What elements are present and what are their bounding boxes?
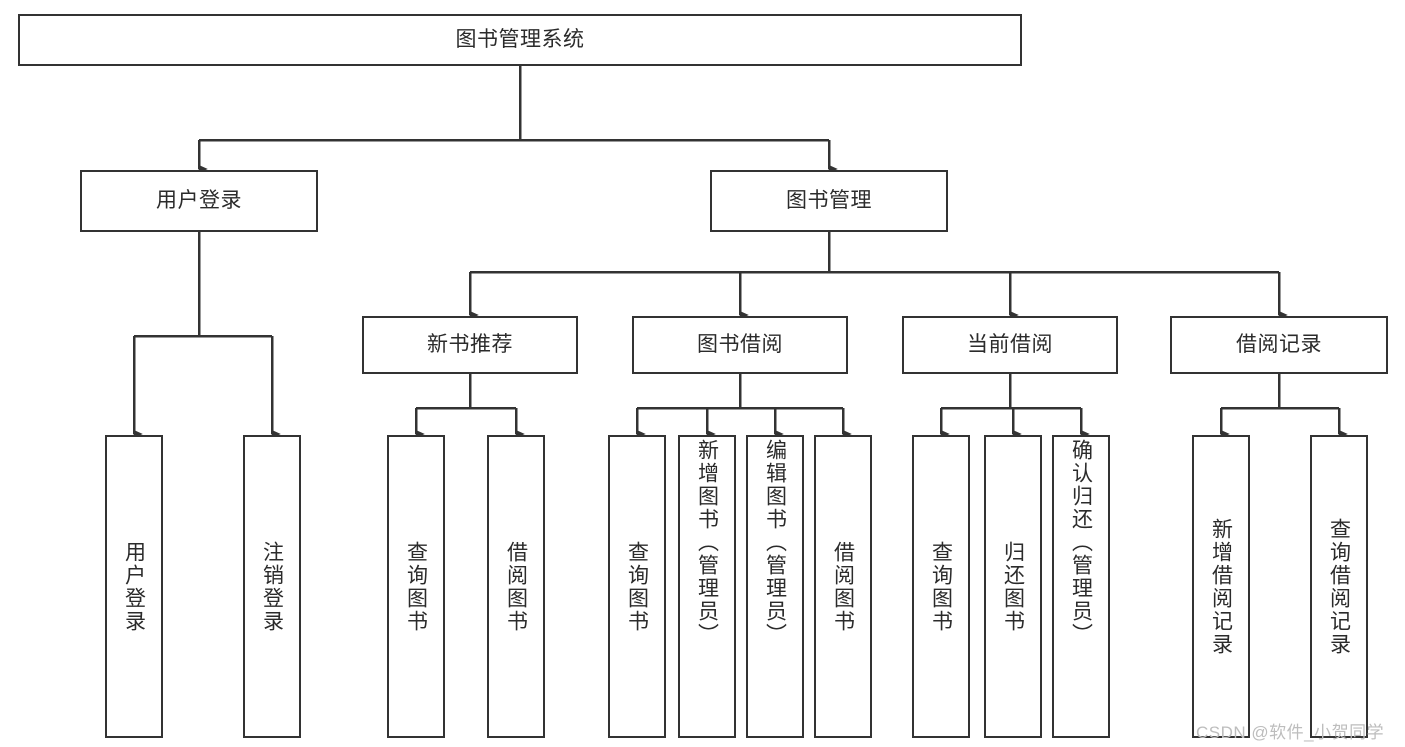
node-l-query3[interactable]: 查询图书: [912, 435, 970, 738]
node-label-l-addbook: 新增图书（管理员）: [695, 439, 719, 646]
node-label-login: 用户登录: [156, 189, 242, 213]
node-label-borrow: 图书借阅: [697, 333, 783, 357]
node-l-query2[interactable]: 查询图书: [608, 435, 666, 738]
node-l-logout[interactable]: 注销登录: [243, 435, 301, 738]
node-label-l-return: 归还图书: [1001, 540, 1025, 633]
node-l-userlogin[interactable]: 用户登录: [105, 435, 163, 738]
node-l-query1[interactable]: 查询图书: [387, 435, 445, 738]
node-newbooks[interactable]: 新书推荐: [362, 316, 578, 374]
node-label-l-query2: 查询图书: [625, 540, 649, 633]
node-l-addrec[interactable]: 新增借阅记录: [1192, 435, 1250, 738]
node-label-l-queryrec: 查询借阅记录: [1327, 517, 1351, 656]
node-l-addbook[interactable]: 新增图书（管理员）: [678, 435, 736, 738]
node-label-newbooks: 新书推荐: [427, 333, 513, 357]
node-label-l-editbook: 编辑图书（管理员）: [763, 439, 787, 646]
node-current[interactable]: 当前借阅: [902, 316, 1118, 374]
node-login[interactable]: 用户登录: [80, 170, 318, 232]
node-label-l-borrow1: 借阅图书: [504, 540, 528, 633]
node-l-borrow2[interactable]: 借阅图书: [814, 435, 872, 738]
node-label-l-borrow2: 借阅图书: [831, 540, 855, 633]
node-label-l-logout: 注销登录: [260, 540, 284, 633]
node-label-l-userlogin: 用户登录: [122, 540, 146, 633]
node-label-l-query3: 查询图书: [929, 540, 953, 633]
node-root[interactable]: 图书管理系统: [18, 14, 1022, 66]
node-label-current: 当前借阅: [967, 333, 1053, 357]
node-bookmgmt[interactable]: 图书管理: [710, 170, 948, 232]
node-l-confirm[interactable]: 确认归还（管理员）: [1052, 435, 1110, 738]
edge-lines: [132, 66, 1348, 439]
node-label-l-query1: 查询图书: [404, 540, 428, 633]
node-label-records: 借阅记录: [1236, 333, 1322, 357]
node-label-l-addrec: 新增借阅记录: [1209, 517, 1233, 656]
node-label-l-confirm: 确认归还（管理员）: [1069, 439, 1093, 646]
node-l-return[interactable]: 归还图书: [984, 435, 1042, 738]
node-label-root: 图书管理系统: [455, 28, 585, 52]
node-borrow[interactable]: 图书借阅: [632, 316, 848, 374]
node-l-editbook[interactable]: 编辑图书（管理员）: [746, 435, 804, 738]
node-label-bookmgmt: 图书管理: [786, 189, 872, 213]
node-l-queryrec[interactable]: 查询借阅记录: [1310, 435, 1368, 738]
node-records[interactable]: 借阅记录: [1170, 316, 1388, 374]
node-l-borrow1[interactable]: 借阅图书: [487, 435, 545, 738]
csdn-watermark: CSDN @软件_小贺同学: [1196, 723, 1385, 742]
